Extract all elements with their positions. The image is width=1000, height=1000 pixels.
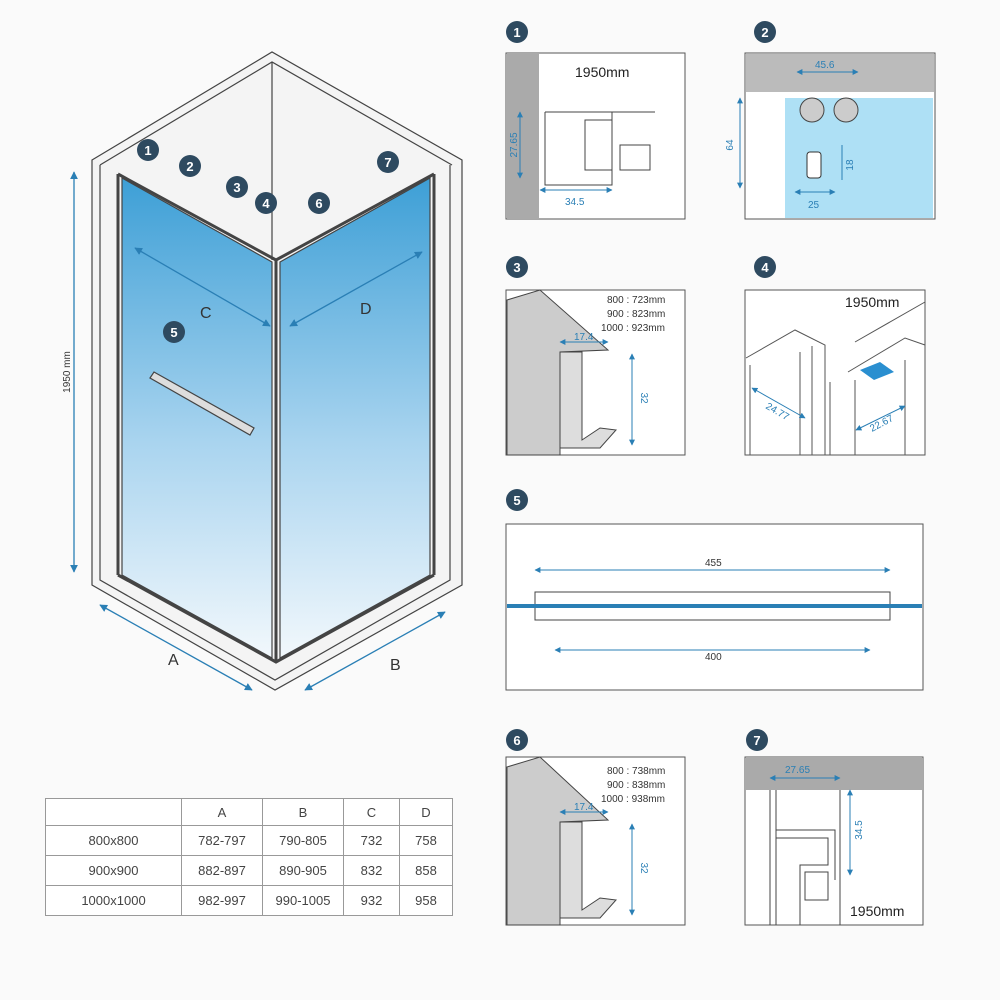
label-d: D [360, 301, 372, 318]
svg-text:7: 7 [753, 733, 760, 748]
badge-2: 2 [179, 155, 201, 177]
svg-text:32: 32 [638, 862, 649, 874]
towel-handle [149, 371, 255, 436]
svg-text:1950mm: 1950mm [850, 903, 904, 919]
svg-text:6: 6 [513, 733, 520, 748]
svg-text:1950mm: 1950mm [845, 294, 899, 310]
svg-text:1: 1 [144, 143, 151, 158]
svg-text:900 : 823mm: 900 : 823mm [607, 309, 665, 320]
svg-text:32: 32 [638, 392, 649, 404]
svg-text:900 : 838mm: 900 : 838mm [607, 780, 665, 791]
detail-6: 6 800 : 738mm 900 : 838mm 1000 : 938mm 1… [505, 729, 686, 926]
detail-5: 5 455 400 [505, 489, 924, 691]
badge-5: 5 [163, 321, 185, 343]
badge-4: 4 [255, 192, 277, 214]
svg-text:4: 4 [262, 196, 270, 211]
svg-text:400: 400 [705, 652, 722, 663]
svg-text:34.5: 34.5 [854, 820, 865, 840]
svg-text:1: 1 [513, 25, 520, 40]
detail-4: 4 1950mm 24.77 22.67 [744, 256, 926, 456]
svg-text:3: 3 [233, 180, 240, 195]
detail-7: 7 27.65 34.5 1950mm [744, 729, 924, 926]
detail-3: 3 800 : 723mm 900 : 823mm 1000 : 923mm 1… [505, 256, 686, 456]
svg-text:34.5: 34.5 [565, 197, 585, 208]
glass-panel-door [121, 176, 273, 660]
svg-text:5: 5 [513, 493, 520, 508]
badge-6: 6 [308, 192, 330, 214]
label-a: A [168, 652, 179, 669]
svg-text:800 : 723mm: 800 : 723mm [607, 295, 665, 306]
svg-text:1000 : 938mm: 1000 : 938mm [601, 794, 665, 805]
glass-panel-side [279, 176, 431, 660]
overview-badges: 1 2 3 4 5 6 7 [137, 139, 399, 343]
svg-text:2: 2 [761, 25, 768, 40]
svg-text:45.6: 45.6 [815, 60, 835, 71]
svg-text:64: 64 [725, 139, 736, 151]
height-label: 1950 mm [62, 351, 73, 393]
detail-1: 1 1950mm 27.65 34.5 [505, 21, 686, 220]
svg-text:7: 7 [384, 155, 391, 170]
svg-text:27.65: 27.65 [785, 765, 810, 776]
svg-text:455: 455 [705, 558, 722, 569]
table-header-row: A B C D [45, 798, 453, 826]
label-c: C [200, 305, 212, 322]
label-b: B [390, 657, 401, 674]
svg-text:2: 2 [186, 159, 193, 174]
svg-text:4: 4 [761, 260, 769, 275]
svg-text:6: 6 [315, 196, 322, 211]
svg-text:18: 18 [845, 159, 856, 171]
detail-2: 2 45.6 64 18 25 [725, 21, 936, 220]
svg-text:17.4: 17.4 [574, 802, 594, 813]
svg-text:1950mm: 1950mm [575, 64, 629, 80]
svg-text:800 : 738mm: 800 : 738mm [607, 766, 665, 777]
svg-text:27.65: 27.65 [509, 132, 520, 157]
svg-text:5: 5 [170, 325, 177, 340]
svg-text:17.4: 17.4 [574, 332, 594, 343]
badge-1: 1 [137, 139, 159, 161]
svg-text:3: 3 [513, 260, 520, 275]
badge-3: 3 [226, 176, 248, 198]
overview-dimensions [70, 171, 446, 691]
svg-text:1000 : 923mm: 1000 : 923mm [601, 323, 665, 334]
svg-text:25: 25 [808, 200, 820, 211]
badge-7: 7 [377, 151, 399, 173]
